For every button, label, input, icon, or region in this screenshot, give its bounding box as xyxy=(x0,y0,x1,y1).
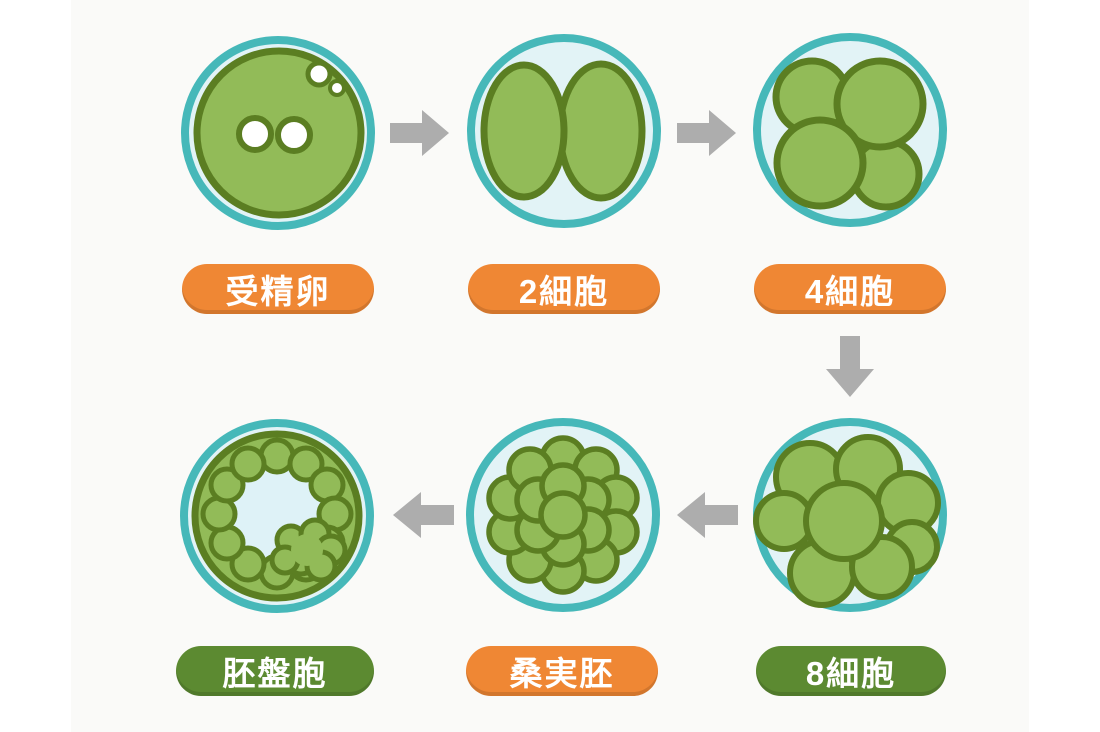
arrow-down-icon xyxy=(824,336,876,398)
stage-eight-cell xyxy=(745,410,955,620)
stage-blastocyst xyxy=(172,411,382,621)
label-fertilized-egg: 受精卵 xyxy=(182,264,374,314)
fertilized-egg-illustration xyxy=(181,36,375,230)
eight-cell-illustration xyxy=(753,418,947,612)
arrow-right-icon xyxy=(677,109,737,157)
arrow-left-icon xyxy=(676,490,738,540)
morula-illustration xyxy=(466,418,660,612)
two-cell-illustration xyxy=(467,34,661,228)
arrow-left-icon xyxy=(392,490,454,540)
stage-morula xyxy=(458,410,668,620)
arrow-right-icon xyxy=(390,109,450,157)
stage-two-cell xyxy=(459,26,669,236)
label-two-cell: 2細胞 xyxy=(468,264,660,314)
label-blastocyst: 胚盤胞 xyxy=(176,646,374,696)
stage-fertilized-egg xyxy=(173,28,383,238)
label-eight-cell: 8細胞 xyxy=(756,646,946,696)
label-four-cell: 4細胞 xyxy=(754,264,946,314)
stage-four-cell xyxy=(745,25,955,235)
blastocyst-illustration xyxy=(180,419,374,613)
label-morula: 桑実胚 xyxy=(466,646,658,696)
four-cell-illustration xyxy=(753,33,947,227)
